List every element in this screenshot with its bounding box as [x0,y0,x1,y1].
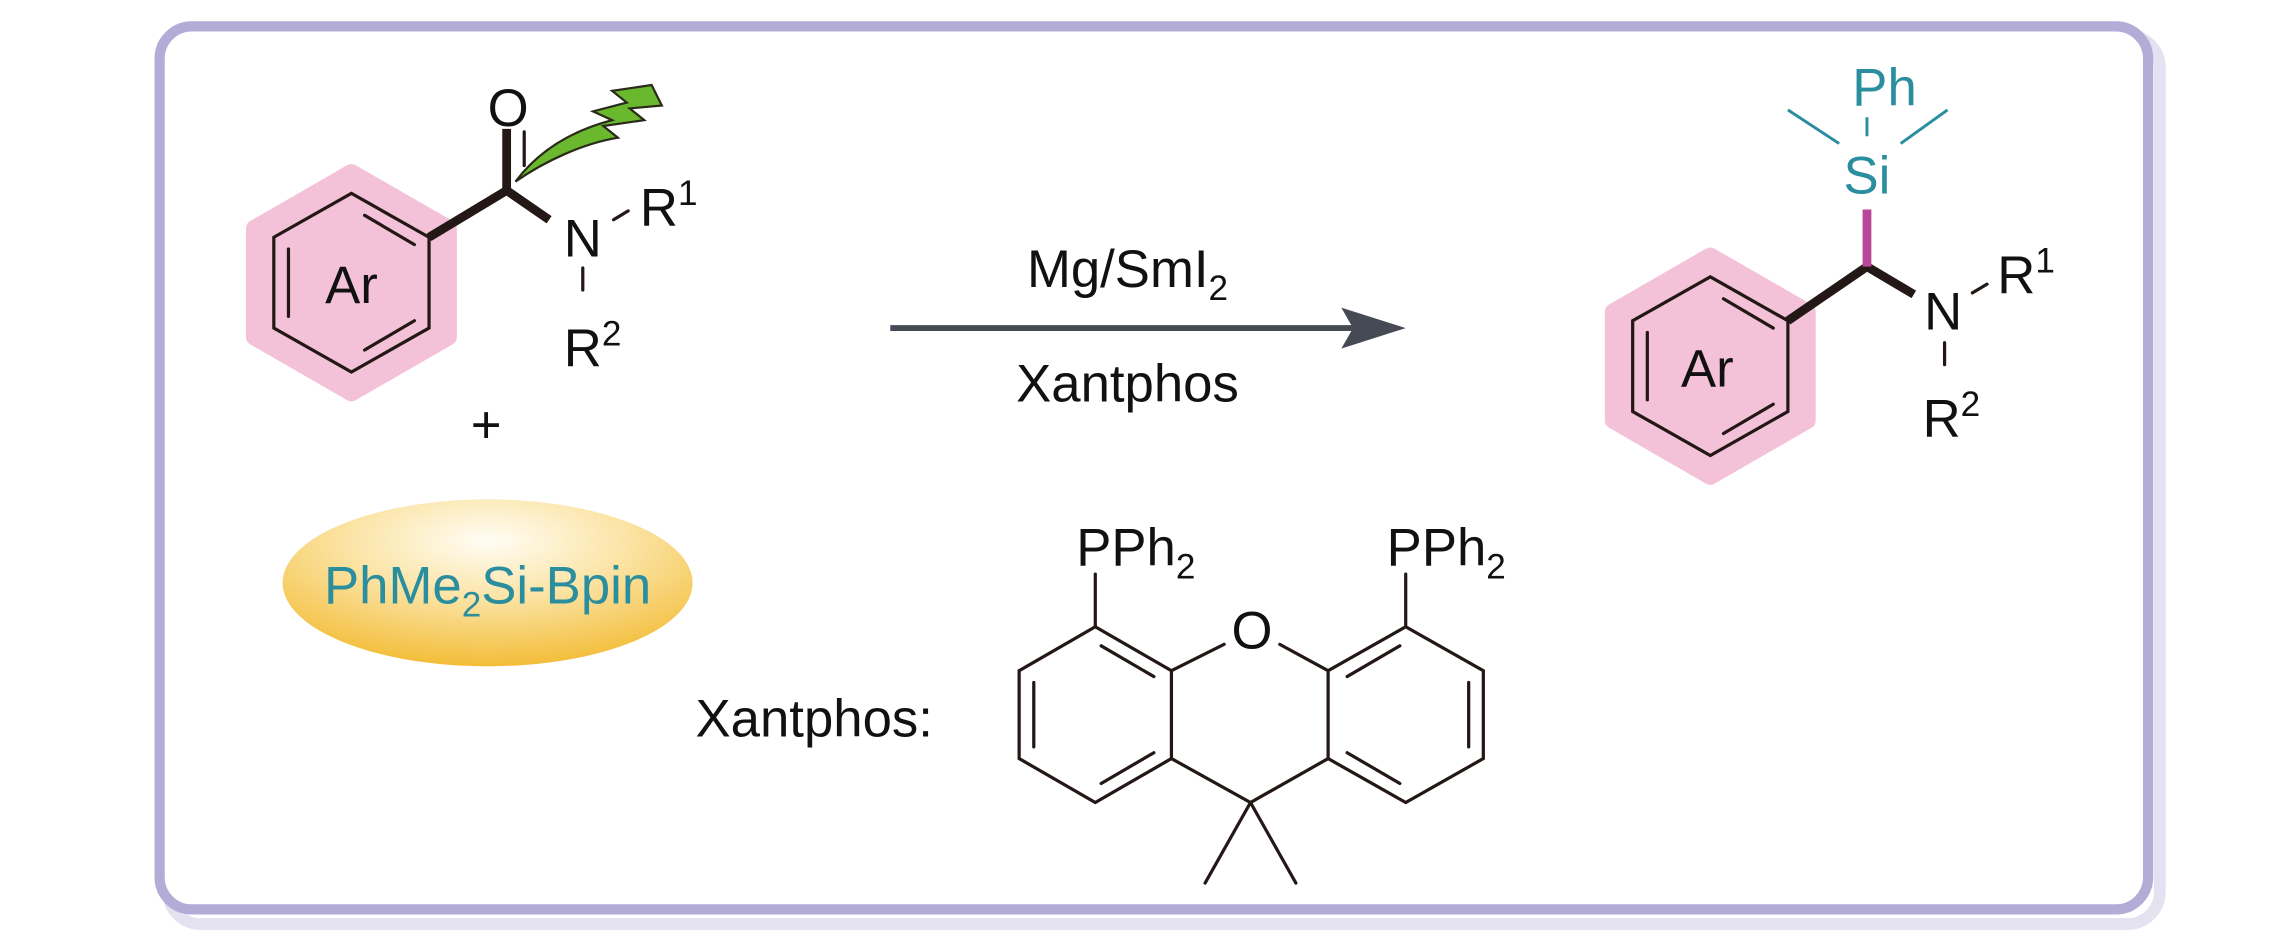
oxygen-label: O [488,79,529,138]
nitrogen-label: N [564,209,602,268]
lightning-icon [514,83,664,183]
r1-label: R1 [640,174,698,238]
r1-label: R1 [1997,241,2055,305]
product-silane: Ar Si Ph N R1 R2 [1604,59,2055,485]
silane-reagent: PhMe2Si-Bpin [282,499,693,667]
frame-border [154,21,2154,915]
oxygen-label: O [1231,602,1272,661]
xantphos-structure: Xantphos: O PPh2 PPh2 [696,518,1506,885]
r2-label: R2 [564,315,622,379]
arrowhead-icon [1341,307,1406,349]
silicon-label: Si [1844,146,1891,205]
reagent-ellipse [282,499,693,667]
nitrogen-label: N [1924,283,1962,342]
ring-label: Ar [1681,340,1734,399]
xantphos-label: Xantphos: [696,690,933,749]
reaction-arrow [890,307,1406,349]
silane-label: PhMe2Si-Bpin [324,556,651,624]
reactant-amide: Ar O N R1 R2 [245,79,698,402]
ring-label: Ar [325,256,378,315]
ligand-condition: Xantphos [1016,354,1239,413]
plus-sign: + [471,395,502,454]
r2-label: R2 [1923,385,1981,449]
pph2-right-label: PPh2 [1387,518,1506,586]
phenyl-label: Ph [1852,59,1916,118]
reagent-condition: Mg/SmI2 [1027,240,1228,308]
pph2-left-label: PPh2 [1076,518,1195,586]
